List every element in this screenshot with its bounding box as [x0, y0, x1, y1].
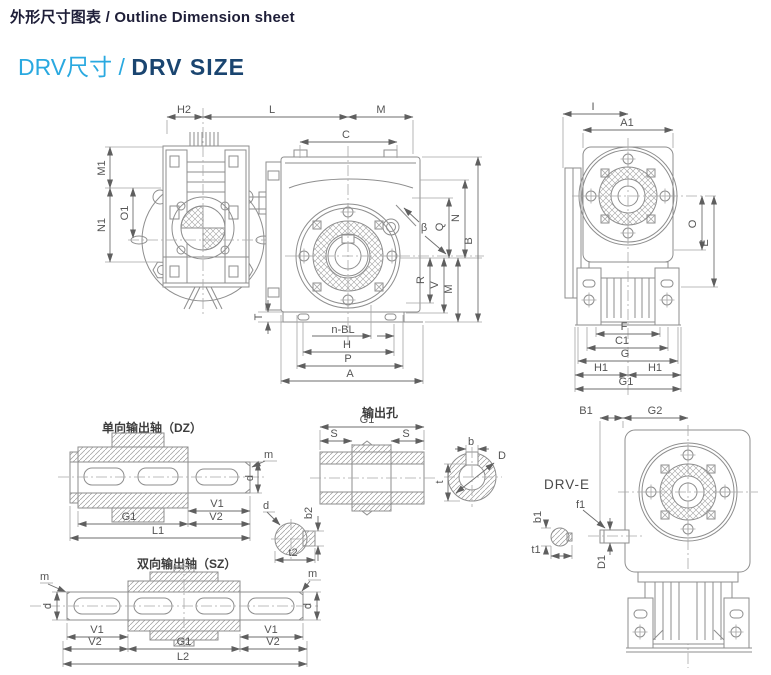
- shaft-key-section-view: d b2 t2: [263, 500, 324, 563]
- dim-label-sz-m-left: m: [40, 571, 49, 583]
- dim-label-f1: f1: [576, 499, 585, 511]
- page-title-en: Outline Dimension sheet: [114, 9, 295, 26]
- output-shaft: [187, 461, 251, 494]
- dim-label-s-right: S: [402, 428, 409, 440]
- dim-label-t1: t1: [531, 544, 540, 556]
- double-output-shaft-view: 双向输出轴（SZ） m m: [30, 556, 321, 667]
- dim-label-dz-m: m: [264, 449, 273, 461]
- dim-label-b1-cap: B1: [579, 405, 592, 417]
- gearbox-front-view: C M β N Q B R V M T: [253, 104, 484, 384]
- dim-label-dz-g1: G1: [122, 511, 137, 523]
- dim-label-n: N: [450, 214, 462, 222]
- dim-label-sz-v1-left: V1: [90, 624, 103, 636]
- dz-title: 单向输出轴（DZ）: [102, 420, 202, 435]
- dim-label-c1: C1: [615, 335, 629, 347]
- dim-label-a1: A1: [620, 117, 633, 129]
- dim-label-g2: G2: [648, 405, 663, 417]
- dim-label-key-d: d: [263, 500, 269, 512]
- dim-label-p: P: [344, 353, 351, 365]
- dim-label-g: G: [621, 348, 630, 360]
- gearbox-side-view: H2 L M1 O1 N1: [96, 104, 414, 315]
- dim-label-h2: H2: [177, 104, 191, 116]
- dim-label-s-left: S: [330, 428, 337, 440]
- dim-label-t: T: [253, 313, 265, 320]
- dim-label-sz-d-left: d: [42, 603, 54, 609]
- dim-label-sz-v1-right: V1: [264, 624, 277, 636]
- section-title-en: DRV SIZE: [131, 54, 245, 80]
- dim-label-b1-small: b1: [532, 511, 544, 523]
- dim-label-d-cap: D: [498, 450, 506, 462]
- gearbox-right-side-view: I A1 O: [562, 101, 718, 395]
- section-title: DRV尺寸 / DRV SIZE: [18, 48, 245, 82]
- dim-label-sz-v2-right: V2: [266, 636, 279, 648]
- dim-label-n1: N1: [96, 218, 108, 232]
- dim-label-hole-g1: G1: [360, 414, 375, 426]
- single-output-shaft-view: 单向输出轴（DZ） m d: [58, 420, 277, 541]
- dim-label-t2: t2: [288, 547, 297, 559]
- dim-label-h1-left: H1: [594, 362, 608, 374]
- dim-label-sz-v2-left: V2: [88, 636, 101, 648]
- dim-label-c: C: [342, 129, 350, 141]
- dim-label-i: I: [591, 101, 594, 113]
- key-block: [302, 530, 316, 547]
- dim-label-e: E: [699, 239, 711, 246]
- dim-label-d1: D1: [596, 555, 608, 569]
- dim-label-sz-m-right: m: [308, 568, 317, 580]
- dim-label-g1: G1: [619, 376, 634, 388]
- dim-label-b2: b2: [303, 507, 315, 519]
- dim-label-h: H: [343, 339, 351, 351]
- page-title-separator: /: [101, 9, 115, 26]
- dim-label-b-small: b: [468, 436, 474, 448]
- dim-label-sz-l2: L2: [177, 651, 189, 663]
- mounting-legs: [183, 286, 223, 310]
- dim-label-sz-g1: G1: [177, 636, 192, 648]
- dim-label-a: A: [346, 368, 354, 380]
- section-title-separator: /: [112, 54, 132, 80]
- dim-label-sz-d-right: d: [302, 603, 314, 609]
- cooling-fins: [591, 277, 666, 323]
- input-shaft-section: [550, 527, 570, 547]
- dim-label-o1: O1: [119, 206, 131, 221]
- dim-label-dz-l1: L1: [152, 525, 164, 537]
- dim-label-r: R: [415, 276, 427, 284]
- dim-label-beta: β: [421, 222, 427, 234]
- hole-title: 输出孔: [362, 405, 398, 420]
- dim-label-q: Q: [434, 222, 446, 231]
- dim-label-b: B: [463, 237, 475, 244]
- output-hole-view: 输出孔 G1 S S b D: [310, 405, 506, 516]
- drve-title: DRV-E: [544, 477, 590, 492]
- dim-label-t-small: t: [434, 480, 446, 483]
- dim-label-h1-right: H1: [648, 362, 662, 374]
- dim-label-dz-v2: V2: [209, 511, 222, 523]
- dim-label-f: F: [621, 321, 628, 333]
- dim-label-v: V: [429, 281, 441, 289]
- dim-label-m1: M1: [96, 160, 108, 175]
- sz-title: 双向输出轴（SZ）: [137, 556, 236, 571]
- dim-label-m-right: M: [443, 284, 455, 293]
- drve-view: DRV-E B1 G2 f1 b1: [531, 405, 758, 668]
- section-title-zh: DRV尺寸: [18, 54, 113, 80]
- dim-label-dz-d: d: [244, 475, 256, 481]
- dim-label-dz-v1: V1: [210, 498, 223, 510]
- dim-label-nbl: n-BL: [331, 324, 354, 336]
- dim-label-o: O: [687, 219, 699, 228]
- input-shaft: [599, 529, 630, 544]
- dim-label-l: L: [269, 104, 275, 116]
- page-title: 外形尺寸图表 / Outline Dimension sheet: [10, 6, 295, 27]
- page-title-zh: 外形尺寸图表: [10, 9, 102, 26]
- dim-label-m-top: M: [376, 104, 385, 116]
